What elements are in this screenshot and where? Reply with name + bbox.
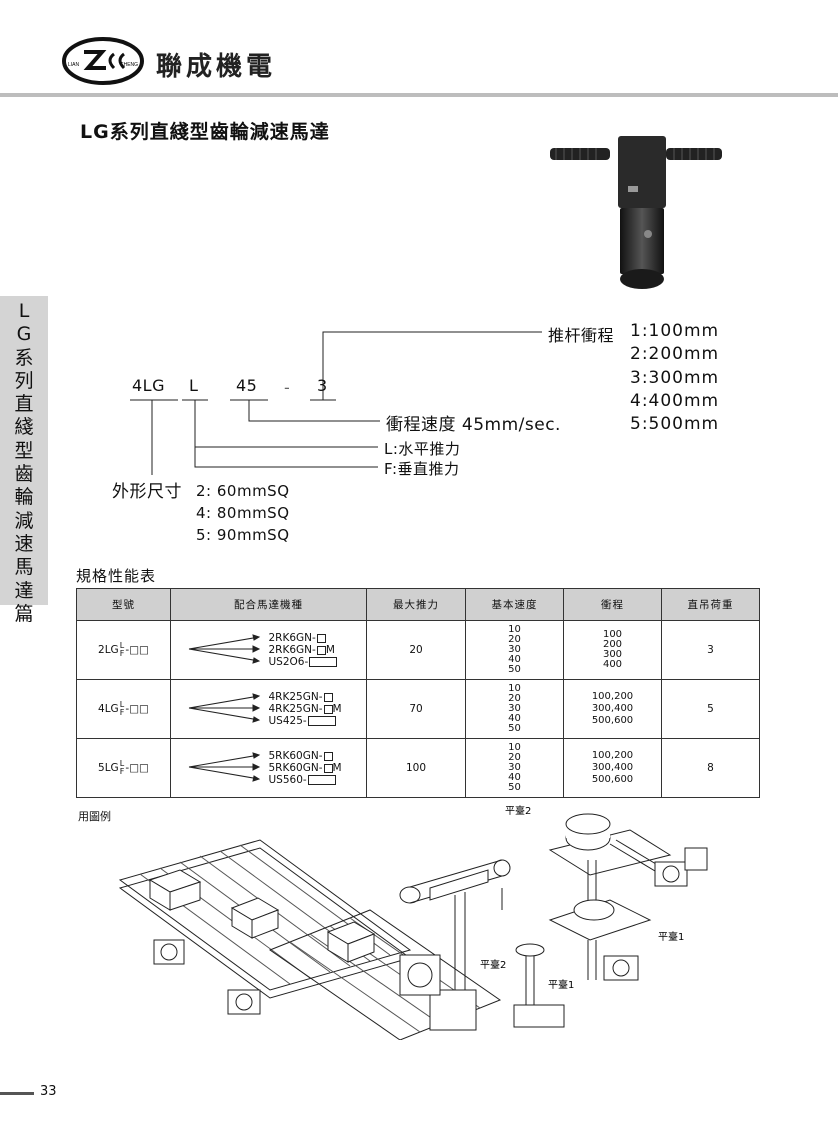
label-platform1-left: 平臺1 [548,978,574,991]
cell-motors: 2RK6GN- 2RK6GN-M US2O6- [268,620,367,680]
cell-arrows [170,738,269,798]
speed-label: 衝程速度 45mm/sec. [386,415,561,435]
page-number-bar [0,1092,34,1095]
label-platform1-right: 平臺1 [658,930,684,943]
brand-name: 聯成機電 [156,52,277,82]
cell-load: 5 [661,679,760,739]
code-speed: 45 [236,376,258,395]
code-direction: L [189,376,199,395]
cell-force: 70 [366,679,466,739]
side-tab [0,296,48,605]
size-label: 外形尺寸 [112,482,182,502]
header-force: 最大推力 [366,588,466,621]
code-series: 4LG [132,376,165,395]
header-speed: 基本速度 [465,588,564,621]
application-illustration: 平臺2 平臺1 平臺2 平臺1 [118,804,708,1040]
direction-l-label: L:水平推力 [384,440,461,458]
size-options: 2: 60mmSQ 4: 80mmSQ 5: 90mmSQ [196,482,290,544]
spec-table-title: 規格性能表 [76,567,157,585]
direction-f-label: F:垂直推力 [384,460,460,478]
product-photo [550,136,722,289]
table-header-row: 型號 配合馬達機種 最大推力 基本速度 衝程 直吊荷重 [76,588,760,621]
cell-arrows [170,620,269,680]
logo-text-left: LIAN [68,62,80,68]
fan-arrows-icon [188,692,260,723]
code-stroke: 3 [317,376,328,395]
header-divider [0,93,838,97]
page-number: 33 [40,1084,57,1099]
code-connector-lines [130,331,542,475]
header-motor: 配合馬達機種 [170,588,367,621]
cell-arrows [170,679,269,739]
stroke-label: 推杆衝程 [548,326,615,345]
cell-load: 3 [661,620,760,680]
company-logo: LIAN CHENG [62,37,144,85]
cell-load: 8 [661,738,760,798]
page-title: LG系列直綫型齒輪減速馬達 [80,121,330,143]
cell-motors: 4RK25GN- 4RK25GN-M US425- [268,679,367,739]
cell-force: 100 [366,738,466,798]
label-platform2-left: 平臺2 [480,958,506,971]
header-load: 直吊荷重 [661,588,760,621]
logo-text-right: CHENG [120,62,138,68]
stroke-options: 1:100mm 2:200mm 3:300mm 4:400mm 5:500mm [630,321,720,435]
fan-arrows-icon [188,751,260,782]
cell-force: 20 [366,620,466,680]
cell-motors: 5RK60GN- 5RK60GN-M US560- [268,738,367,798]
label-platform2-top: 平臺2 [505,804,531,817]
header-stroke: 衝程 [563,588,662,621]
model-code-diagram: 4LG L 45 - 3 推杆衝程 1:100mm 2:200mm 3:300m… [110,320,718,550]
fan-arrows-icon [188,633,260,664]
header-model: 型號 [76,588,171,621]
example-title: 用圖例 [78,810,111,823]
code-dash: - [284,378,291,397]
